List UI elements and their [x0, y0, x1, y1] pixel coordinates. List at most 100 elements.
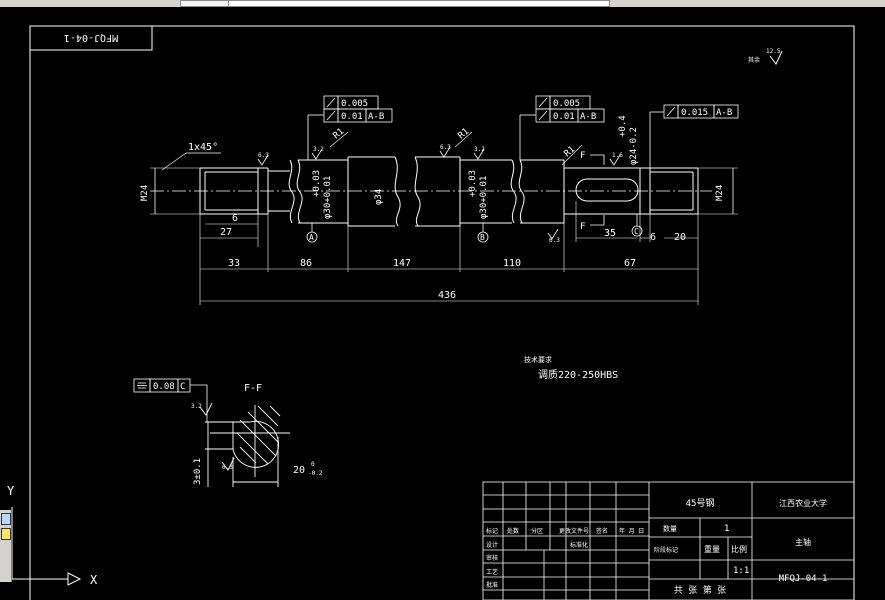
gdt-left-value: 0.005	[341, 99, 368, 109]
section-arrow-top: F	[580, 151, 585, 161]
gdt-frame-section	[133, 378, 208, 422]
gdt-far-right-ref: A-B	[716, 108, 732, 118]
ucs-icon	[11, 507, 82, 586]
left-toolbar[interactable]	[0, 510, 12, 582]
dim-dia-bearing-a-tol: +0.03	[312, 170, 322, 197]
top-label-box	[29, 25, 153, 51]
fillet-leader-2	[454, 131, 473, 148]
tb-school: 江西农业大学	[779, 498, 827, 508]
fillet-leader-1	[329, 131, 349, 148]
dim-thread-left: M24	[140, 185, 150, 201]
fillet-label-1: R1	[332, 127, 347, 142]
chamfer-leader-2	[161, 152, 187, 171]
tb-h3: 分区	[531, 527, 543, 535]
dim-groove-width: 6	[232, 213, 238, 224]
fillet-leader-3	[561, 144, 583, 166]
gdt-section-ref: C	[180, 382, 185, 392]
dim-thread-len: 27	[220, 227, 232, 238]
roughness-symbols	[257, 146, 621, 240]
gdt-frame-right	[519, 95, 605, 160]
dim-keyway-gap: 6	[650, 232, 656, 243]
dim-seg4: 110	[503, 258, 521, 269]
tb-r4: 批准	[486, 581, 498, 589]
section-title: F-F	[244, 383, 262, 394]
tech-req-title: 技术要求	[524, 355, 552, 364]
gdt-section-value: 0.08	[153, 382, 175, 392]
dim-seg3: 147	[393, 258, 411, 269]
title-block	[482, 481, 855, 600]
tb-drawing-no: MFQJ-04-1	[779, 574, 828, 584]
tb-h2: 处数	[507, 527, 519, 535]
rough-label-6: 6.3	[549, 237, 560, 244]
gdt-right-value-2: 0.01	[553, 112, 575, 122]
cad-drawing-canvas[interactable]: MFQJ-04-1 其余 12.5	[0, 7, 885, 600]
tb-qty-label: 数量	[663, 524, 677, 533]
gdt-right-value: 0.005	[553, 99, 580, 109]
section-depth: 3±0.1	[193, 458, 203, 485]
general-roughness-value: 12.5	[766, 48, 781, 55]
dim-chamfer: 1x45°	[188, 142, 218, 153]
general-roughness-note: 其余	[748, 56, 760, 64]
rough-label-5: 1.6	[612, 152, 623, 159]
ucs-y: Y	[7, 484, 15, 498]
section-width-tol: -0.2	[308, 470, 323, 477]
dim-dia-mid: φ34	[374, 189, 384, 205]
outer-border	[29, 25, 855, 600]
datum-symbols	[306, 214, 643, 243]
shaft-outline	[199, 156, 699, 227]
top-label: MFQJ-04-1	[64, 32, 118, 43]
dim-thread-right-len: 20	[674, 232, 686, 243]
dim-thread-right: M24	[715, 185, 725, 201]
dim-keyway-len: 35	[604, 228, 616, 239]
tb-weight-label: 重量	[704, 544, 720, 554]
tb-h5: 签名	[596, 527, 608, 535]
toolbar-button-icon[interactable]	[1, 513, 11, 525]
dim-seg2: 86	[300, 258, 312, 269]
datum-a: A	[309, 233, 314, 242]
general-roughness-symbol	[769, 50, 783, 65]
tech-req-line1: 调质220-250HBS	[538, 369, 618, 381]
datum-c: C	[634, 227, 639, 236]
section-markers	[590, 154, 605, 226]
tb-part-name: 主轴	[795, 537, 811, 547]
window-top-strip	[0, 0, 885, 7]
gdt-left-value-2: 0.01	[341, 112, 363, 122]
rough-label-1: 6.3	[258, 152, 269, 159]
dim-dia-bearing-a: φ30+0.01	[323, 176, 333, 219]
tb-h1: 标记	[486, 527, 498, 535]
tb-scale-label: 比例	[731, 544, 747, 554]
tb-sheets: 共 张 第 张	[674, 584, 726, 596]
break-lines	[288, 156, 525, 227]
tb-r1: 设计	[486, 541, 498, 549]
toolbar-button-icon-2[interactable]	[1, 528, 11, 540]
tb-stage-label: 阶段标记	[654, 546, 678, 554]
tb-qty: 1	[724, 524, 729, 534]
tb-r2: 审核	[486, 554, 498, 562]
rough-label-2: 3.2	[313, 146, 324, 153]
tb-scale: 1:1	[733, 566, 749, 576]
ucs-x: X	[90, 573, 98, 587]
section-rough: 3.2	[191, 403, 202, 410]
dim-overall: 436	[438, 290, 456, 301]
tb-material: 45号钢	[686, 497, 715, 509]
section-rough-2: 6.3	[222, 464, 233, 471]
gdt-right-ref: A-B	[580, 112, 596, 122]
dim-dia-right-tol: +0.4	[618, 115, 628, 137]
gdt-frame-left	[307, 95, 393, 160]
gdt-frame-far-right	[649, 104, 739, 168]
command-line-field[interactable]	[228, 0, 610, 7]
tb-h4: 更改文件号	[559, 527, 589, 535]
gdt-far-right-value: 0.015	[681, 108, 708, 118]
dim-seg1: 33	[228, 258, 240, 269]
section-width-tol-top: 0	[311, 461, 315, 468]
rough-label-3: 6.3	[440, 144, 451, 151]
dim-seg5: 67	[624, 258, 636, 269]
section-width: 20	[293, 465, 305, 476]
dim-dia-bearing-b-tol: +0.03	[468, 170, 478, 197]
rough-label-4: 3.2	[474, 146, 485, 153]
datum-b: B	[480, 233, 485, 242]
tb-r1b: 标准化	[570, 541, 588, 549]
gdt-left-ref: A-B	[368, 112, 384, 122]
tb-r3: 工艺	[486, 568, 498, 576]
section-view	[199, 402, 290, 487]
